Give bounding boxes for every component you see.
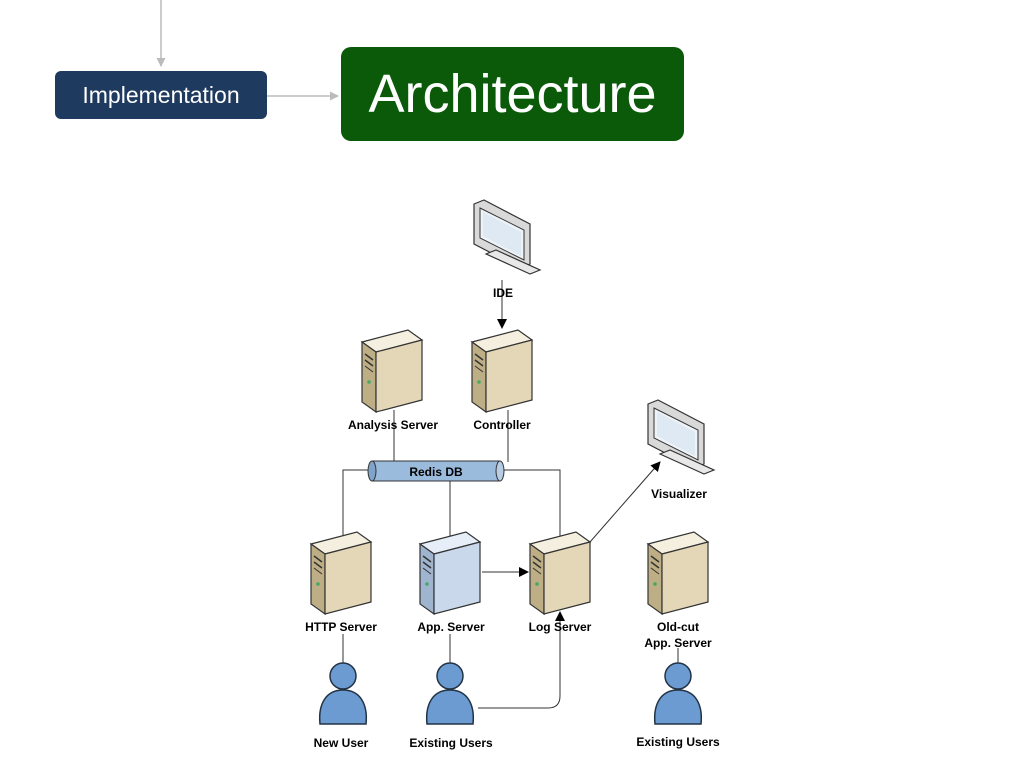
connection-lines (342, 280, 679, 709)
analysis-server-label: Analysis Server (348, 418, 438, 432)
old-cut-label-line1: Old-cut (657, 620, 699, 634)
log-server-label: Log Server (529, 620, 592, 634)
new-user-icon (318, 662, 368, 725)
old-cut-label-line2: App. Server (644, 636, 712, 650)
implementation-label: Implementation (82, 81, 240, 108)
controller-label: Controller (473, 418, 531, 432)
controller-server-icon (471, 329, 533, 413)
visualizer-monitor-icon (647, 399, 715, 475)
new-user-label: New User (314, 736, 369, 750)
existing-users-old-icon (653, 662, 703, 725)
app-server-icon (419, 531, 481, 615)
database-icon (367, 460, 505, 482)
existing-users-old-label: Existing Users (636, 735, 720, 749)
ide-monitor-icon (473, 199, 541, 275)
http-server-label: HTTP Server (305, 620, 377, 634)
existing-users-icon (425, 662, 475, 725)
http-server-icon (310, 531, 372, 615)
ide-label: IDE (493, 286, 513, 300)
redis-db-label: Redis DB (409, 465, 463, 479)
implementation-button[interactable]: Implementation (55, 71, 267, 119)
app-server-label: App. Server (417, 620, 485, 634)
slide-title-text: Architecture (368, 64, 657, 124)
slide-title: Architecture (341, 47, 684, 141)
analysis-server-icon (361, 329, 423, 413)
visualizer-label: Visualizer (651, 487, 707, 501)
log-server-icon (529, 531, 591, 615)
existing-users-label: Existing Users (409, 736, 493, 750)
old-cut-server-icon (647, 531, 709, 615)
